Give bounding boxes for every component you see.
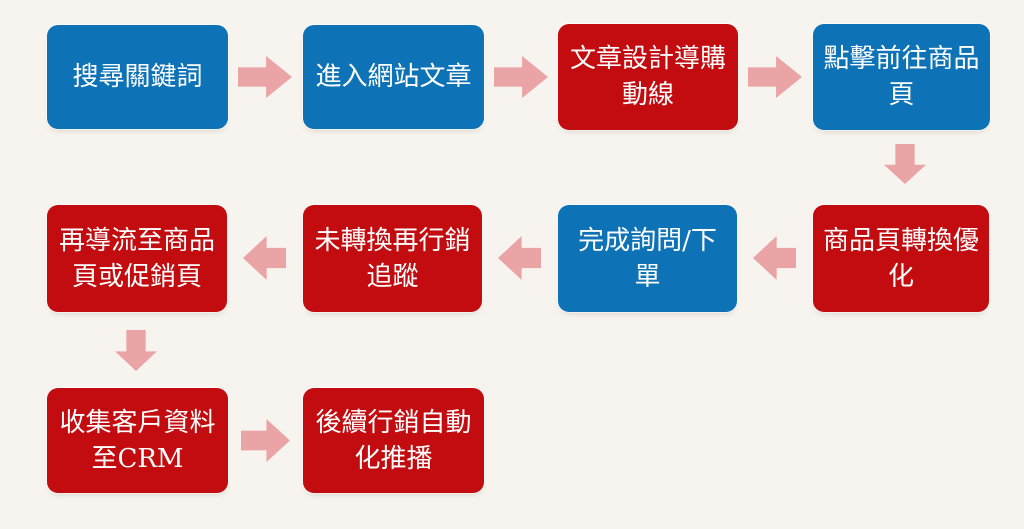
arrow-right-icon bbox=[494, 56, 548, 98]
arrow-right-icon bbox=[748, 56, 802, 98]
node-click-to-product-page: 點擊前往商品 頁 bbox=[813, 24, 990, 130]
node-search-keywords: 搜尋關鍵詞 bbox=[47, 25, 228, 129]
node-followup-marketing-automation-push: 後續行銷自動 化推播 bbox=[303, 388, 484, 493]
node-label: 搜尋關鍵詞 bbox=[72, 62, 203, 92]
node-label: 完成詢問/下 單 bbox=[578, 225, 717, 292]
node-collect-customer-data-to-crm: 收集客戶資料 至CRM bbox=[47, 388, 228, 493]
arrow-left-icon bbox=[243, 236, 286, 280]
arrow-down-icon bbox=[115, 330, 157, 371]
node-redirect-to-product-or-promo-page: 再導流至商品 頁或促銷頁 bbox=[47, 205, 227, 312]
node-unconverted-remarketing-tracking: 未轉換再行銷 追蹤 bbox=[303, 205, 482, 312]
node-label: 點擊前往商品 頁 bbox=[823, 44, 980, 110]
node-complete-inquiry-or-order: 完成詢問/下 單 bbox=[558, 205, 737, 312]
node-label: 再導流至商品 頁或促銷頁 bbox=[58, 225, 215, 292]
arrow-left-icon bbox=[498, 236, 541, 280]
node-product-page-conversion-optimization: 商品頁轉換優 化 bbox=[813, 205, 989, 312]
node-label: 商品頁轉換優 化 bbox=[822, 225, 979, 292]
arrow-right-icon bbox=[238, 56, 292, 98]
node-article-purchase-flow-design: 文章設計導購 動線 bbox=[558, 24, 738, 130]
node-label: 進入網站文章 bbox=[315, 62, 472, 92]
node-label: 文章設計導購 動線 bbox=[569, 44, 726, 110]
node-label: 後續行銷自動 化推播 bbox=[315, 407, 472, 474]
node-enter-site-article: 進入網站文章 bbox=[303, 25, 484, 129]
arrow-left-icon bbox=[753, 236, 796, 280]
node-label: 收集客戶資料 至CRM bbox=[59, 407, 216, 474]
node-label: 未轉換再行銷 追蹤 bbox=[314, 225, 471, 292]
arrow-down-icon bbox=[884, 144, 926, 184]
arrow-right-icon bbox=[241, 419, 290, 462]
